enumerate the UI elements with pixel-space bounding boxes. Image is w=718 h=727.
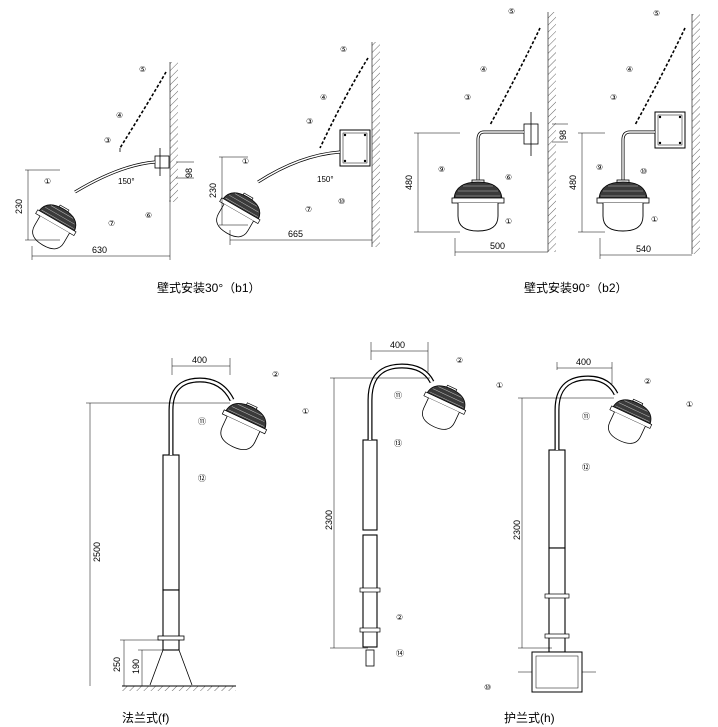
part-10: ⑩ xyxy=(640,167,647,176)
dim-b1b-height: 230 xyxy=(208,183,218,198)
dim-h-arm: 400 xyxy=(576,357,591,367)
part-4: ④ xyxy=(626,65,633,74)
dim-g-height: 2300 xyxy=(324,510,334,530)
part-6: ⑥ xyxy=(145,211,152,220)
part-11: ⑪ xyxy=(582,412,590,421)
part-5: ⑤ xyxy=(340,45,347,54)
part-3: ③ xyxy=(306,117,313,126)
part-4: ④ xyxy=(480,65,487,74)
wall xyxy=(548,12,556,252)
part-5: ⑤ xyxy=(653,9,660,18)
part-12: ⑫ xyxy=(198,474,206,483)
part-3: ③ xyxy=(610,93,617,102)
part-4: ④ xyxy=(116,111,123,120)
part-9: ⑨ xyxy=(596,163,603,172)
dim-b2b-height: 480 xyxy=(568,175,578,190)
part-2-lower: ② xyxy=(396,613,403,622)
part-6: ⑥ xyxy=(505,173,512,182)
part-7: ⑦ xyxy=(108,219,115,228)
part-13: ⑬ xyxy=(394,439,402,448)
dim-f-base2: 190 xyxy=(131,659,141,674)
part-1: ① xyxy=(505,217,512,226)
dim-b1-angle: 150° xyxy=(118,177,135,186)
dim-b1-width: 630 xyxy=(92,245,107,255)
part-14: ⑭ xyxy=(396,649,404,658)
part-5: ⑤ xyxy=(508,7,515,16)
wall xyxy=(692,14,700,254)
part-9: ⑨ xyxy=(438,165,445,174)
diagram-h: 400 2300 ② ① ⑪ ⑫ ⑩ xyxy=(484,357,693,693)
dim-b2-height: 480 xyxy=(404,175,414,190)
dim-f-height: 2500 xyxy=(92,542,102,562)
part-3: ③ xyxy=(104,136,111,145)
dim-b2-width: 500 xyxy=(490,241,505,251)
part-1: ① xyxy=(302,407,309,416)
diagram-b2-left: 480 500 98 ⑤ ④ ③ ⑨ ⑥ ① xyxy=(404,7,568,256)
part-12: ⑫ xyxy=(582,463,590,472)
part-10: ⑩ xyxy=(484,683,491,692)
wall xyxy=(170,62,178,202)
caption-b1: 壁式安装30°（b1） xyxy=(157,280,261,295)
dim-b1b-width: 665 xyxy=(288,229,303,239)
part-2: ② xyxy=(644,377,651,386)
dim-g-arm: 400 xyxy=(390,340,405,350)
part-11: ⑪ xyxy=(198,417,206,426)
part-1: ① xyxy=(44,177,51,186)
dim-b1-bracket: 98 xyxy=(184,168,194,178)
dim-b2-bracket: 98 xyxy=(558,130,568,140)
dim-f-base1: 250 xyxy=(112,657,122,672)
caption-f: 法兰式(f) xyxy=(122,711,169,725)
part-10: ⑩ xyxy=(338,197,345,206)
part-3: ③ xyxy=(464,93,471,102)
part-4: ④ xyxy=(320,93,327,102)
dim-f-arm: 400 xyxy=(192,355,207,365)
dim-b1b-angle: 150° xyxy=(317,175,334,184)
part-1: ① xyxy=(686,400,693,409)
dim-b2b-width: 540 xyxy=(636,244,651,254)
diagram-b1-right: 230 665 150° ⑤ ④ ③ ① ⑦ ⑩ xyxy=(207,42,380,247)
wall xyxy=(372,42,380,247)
diagram-b2-right: 480 540 ⑤ ④ ③ ⑨ ⑩ ① xyxy=(568,9,700,259)
part-1: ① xyxy=(496,381,503,390)
part-2: ② xyxy=(272,370,279,379)
dim-h-height: 2300 xyxy=(512,520,522,540)
part-5: ⑤ xyxy=(139,65,146,74)
caption-b2: 壁式安装90°（b2） xyxy=(524,280,628,295)
diagram-g: 400 2300 ② ① ⑪ ⑬ ② ⑭ xyxy=(324,340,503,667)
diagram-f: 400 2500 250 190 ② ① ⑪ ⑫ xyxy=(86,355,309,691)
part-7: ⑦ xyxy=(305,205,312,214)
part-11: ⑪ xyxy=(394,391,402,400)
diagram-b1-left: 230 630 98 150° ⑤ ④ ③ ① ⑦ ⑥ xyxy=(14,62,194,260)
part-1: ① xyxy=(242,157,249,166)
caption-h: 护兰式(h) xyxy=(504,711,555,725)
dim-b1-height: 230 xyxy=(14,199,24,214)
part-2: ② xyxy=(456,356,463,365)
part-1: ① xyxy=(651,215,658,224)
